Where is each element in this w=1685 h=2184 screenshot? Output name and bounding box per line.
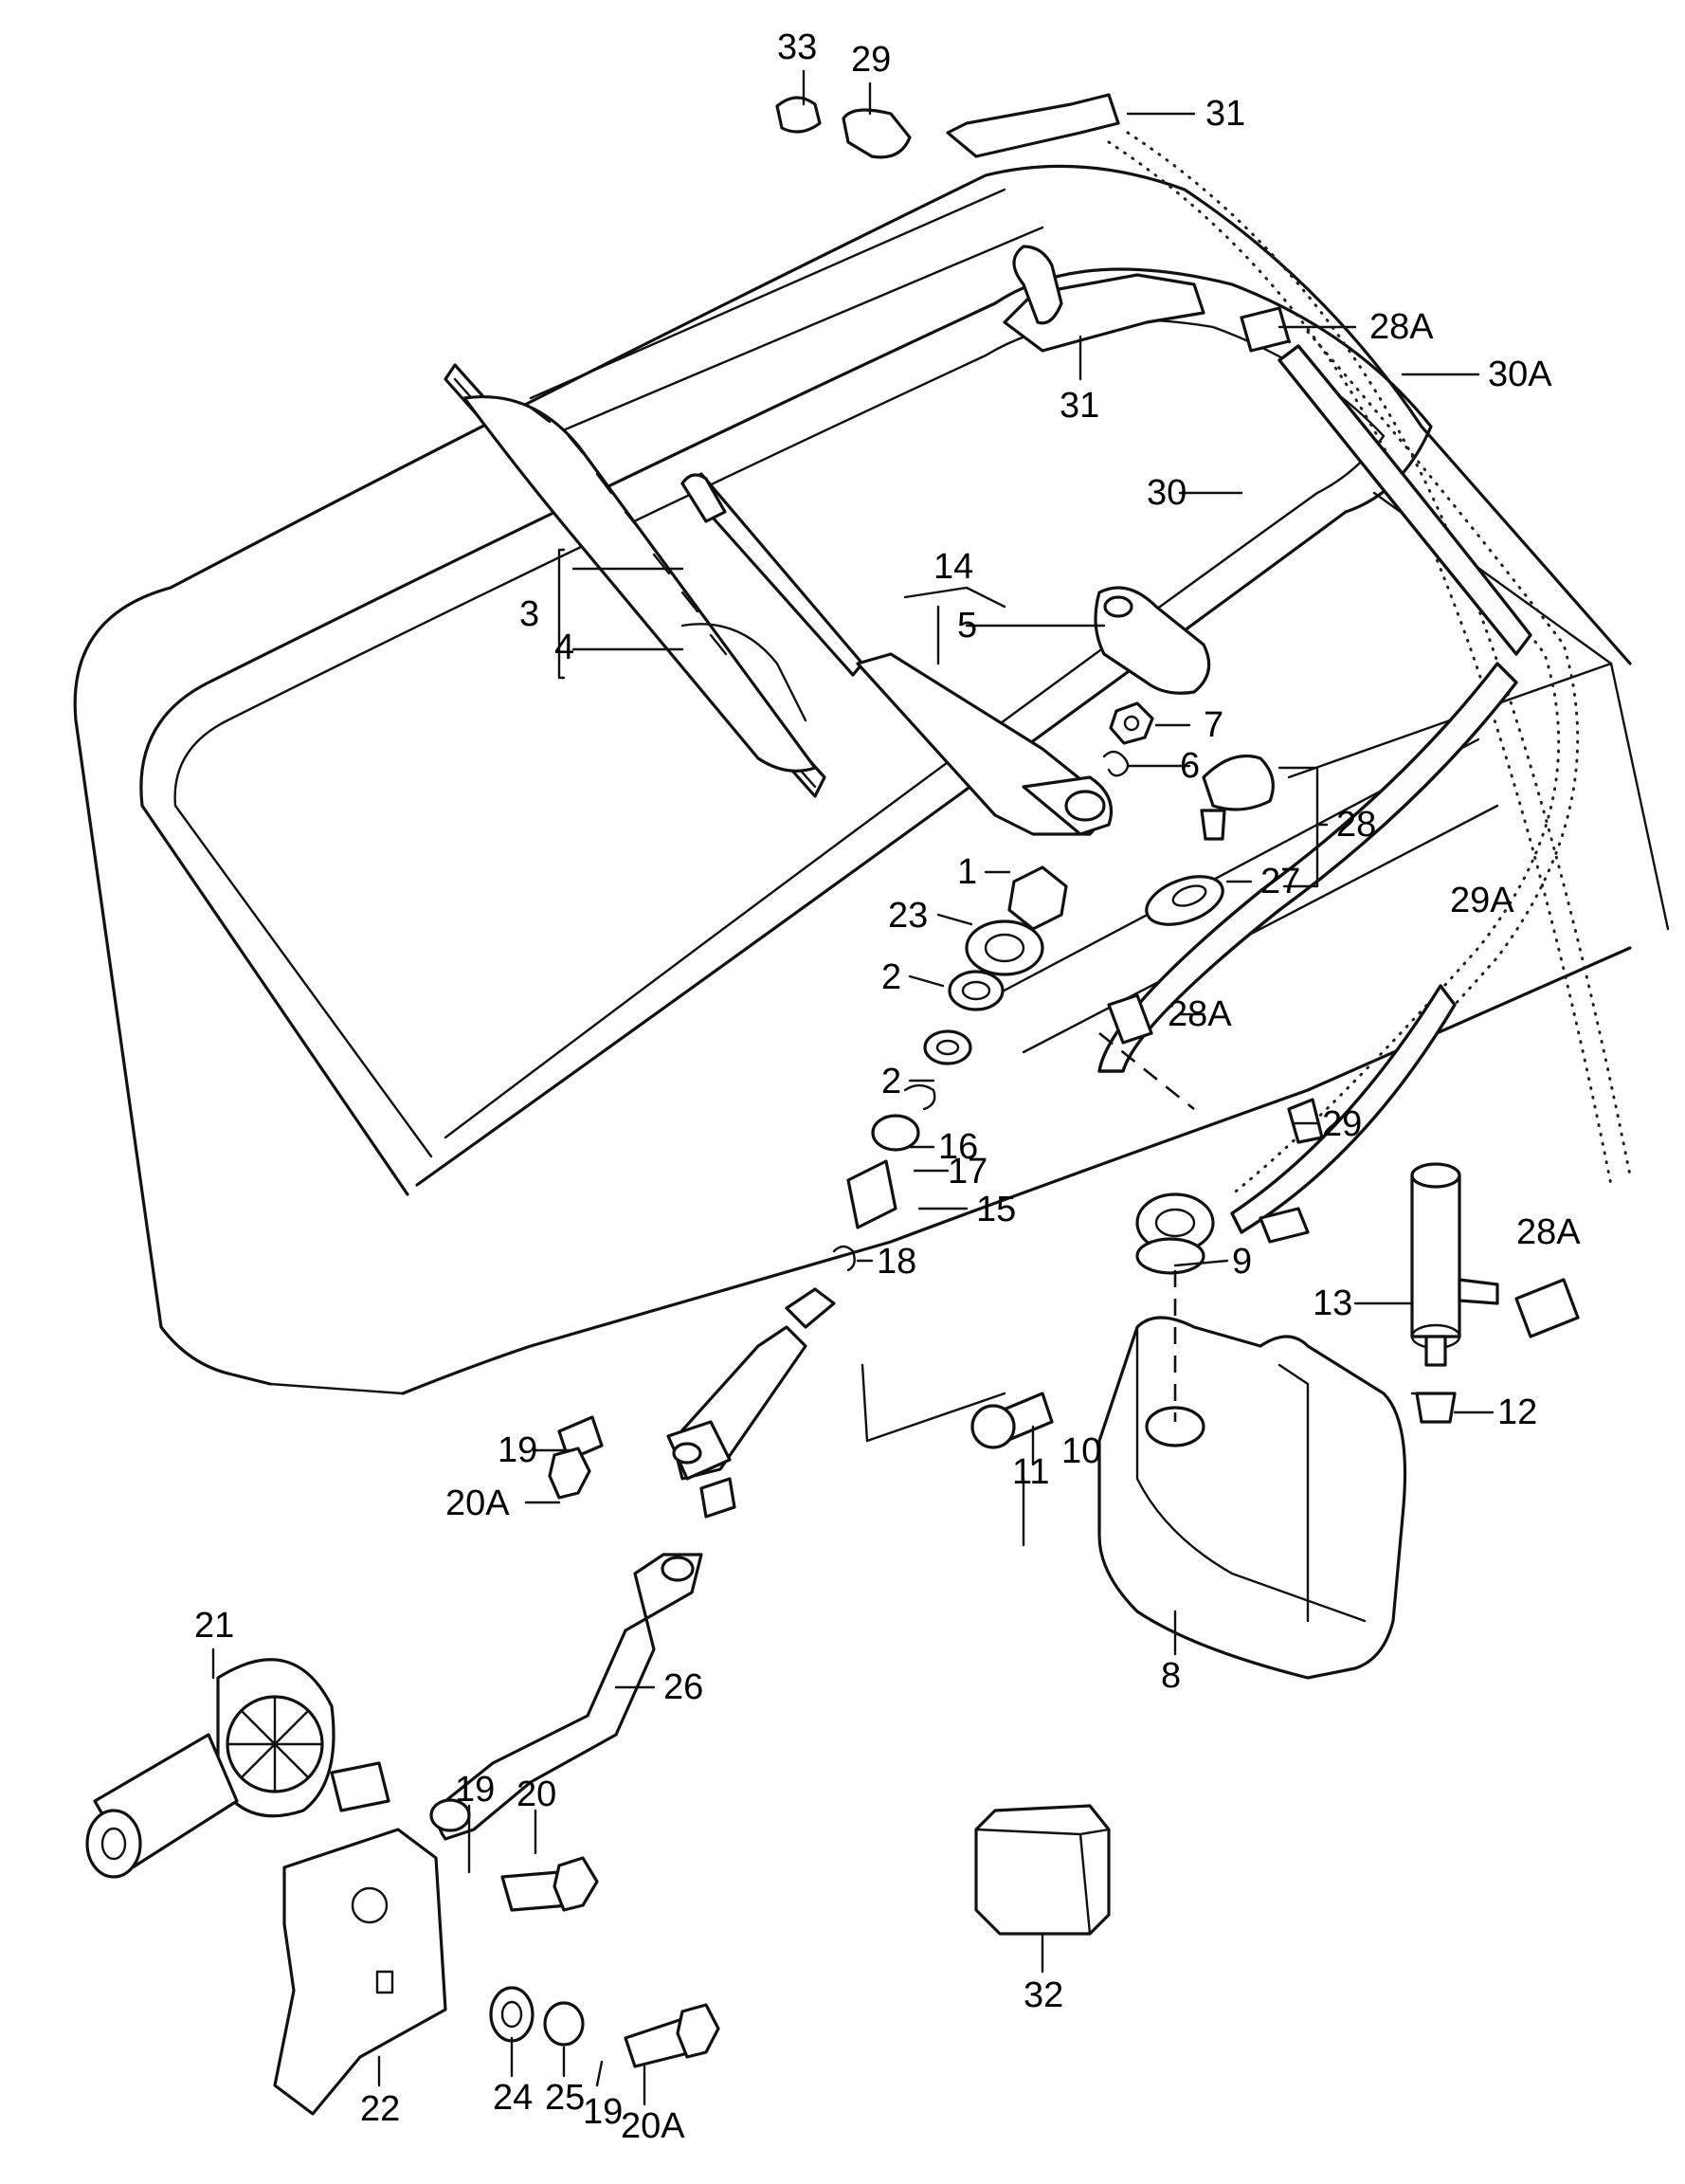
washer-6 xyxy=(1102,750,1130,777)
callout-15: 15 xyxy=(976,1190,1016,1229)
bolts-and-washers xyxy=(489,1392,1054,2068)
leader-lines xyxy=(211,69,1495,2106)
callout-31-top: 31 xyxy=(1205,94,1245,134)
callout-33: 33 xyxy=(777,27,817,67)
callout-28A-top: 28A xyxy=(1369,307,1434,347)
callout-16: 16 xyxy=(938,1127,978,1167)
callout-18: 18 xyxy=(877,1242,916,1282)
washer-reservoir xyxy=(1097,1192,1407,1680)
callout-2-b: 2 xyxy=(881,1062,901,1101)
callout-29-top: 29 xyxy=(851,40,891,80)
callout-12: 12 xyxy=(1497,1392,1537,1432)
mounting-plate-22 xyxy=(273,1828,447,2116)
top-hose-fittings xyxy=(775,93,1324,1244)
callout-32: 32 xyxy=(1024,1975,1063,2015)
callout-25: 25 xyxy=(545,2078,585,2118)
callout-19-c: 19 xyxy=(583,2092,623,2132)
seal-27 xyxy=(1145,875,1224,926)
washer-pump xyxy=(1410,1162,1580,1424)
callout-31-mid: 31 xyxy=(1060,386,1099,426)
washer-hoses xyxy=(1097,131,1632,1234)
callout-28A-right: 28A xyxy=(1516,1212,1581,1252)
wiper-arm xyxy=(680,472,1114,836)
relay-32 xyxy=(974,1804,1111,1936)
callout-19-b: 19 xyxy=(455,1770,495,1810)
callout-30A: 30A xyxy=(1488,355,1552,394)
callout-20A-b: 20A xyxy=(621,2106,685,2146)
callout-19-a: 19 xyxy=(498,1430,537,1470)
callout-10: 10 xyxy=(1061,1431,1101,1471)
callout-29-mid: 29 xyxy=(1322,1104,1362,1144)
callout-21: 21 xyxy=(194,1606,234,1646)
spindle-stack xyxy=(785,865,1068,1329)
wiper-blade xyxy=(444,363,826,798)
arm-cap-5 xyxy=(1094,586,1211,695)
callout-14: 14 xyxy=(933,547,973,587)
callout-26: 26 xyxy=(663,1667,703,1707)
callout-28: 28 xyxy=(1336,805,1376,845)
callout-7: 7 xyxy=(1204,705,1223,745)
callout-5: 5 xyxy=(957,606,977,646)
callout-11: 11 xyxy=(1012,1452,1049,1492)
crank-arm-26 xyxy=(429,1553,703,1841)
callout-17: 17 xyxy=(948,1152,987,1192)
callout-24: 24 xyxy=(493,2078,533,2118)
callout-28A-mid: 28A xyxy=(1168,994,1232,1034)
callout-9: 9 xyxy=(1232,1242,1252,1282)
nozzle-28 xyxy=(1200,754,1275,841)
callout-2-a: 2 xyxy=(881,957,901,997)
callout-13: 13 xyxy=(1313,1283,1352,1323)
linkage-bracket xyxy=(666,1325,807,1519)
callout-20: 20 xyxy=(516,1774,556,1814)
callout-4: 4 xyxy=(554,628,574,667)
callout-1: 1 xyxy=(957,852,977,892)
callout-labels: 33 29 31 28A 30A 31 30 14 5 3 4 7 6 28 1… xyxy=(194,27,1581,2146)
nut-7 xyxy=(1109,701,1154,745)
callout-20A-a: 20A xyxy=(445,1483,510,1523)
callout-22: 22 xyxy=(360,2089,400,2129)
callout-23: 23 xyxy=(888,896,928,936)
callout-27: 27 xyxy=(1260,862,1300,901)
wiper-motor xyxy=(85,1658,390,1879)
callout-29A: 29A xyxy=(1450,881,1514,920)
callout-30: 30 xyxy=(1147,473,1187,513)
callout-8: 8 xyxy=(1161,1656,1181,1696)
callout-6: 6 xyxy=(1180,746,1200,786)
callout-3: 3 xyxy=(519,594,539,634)
